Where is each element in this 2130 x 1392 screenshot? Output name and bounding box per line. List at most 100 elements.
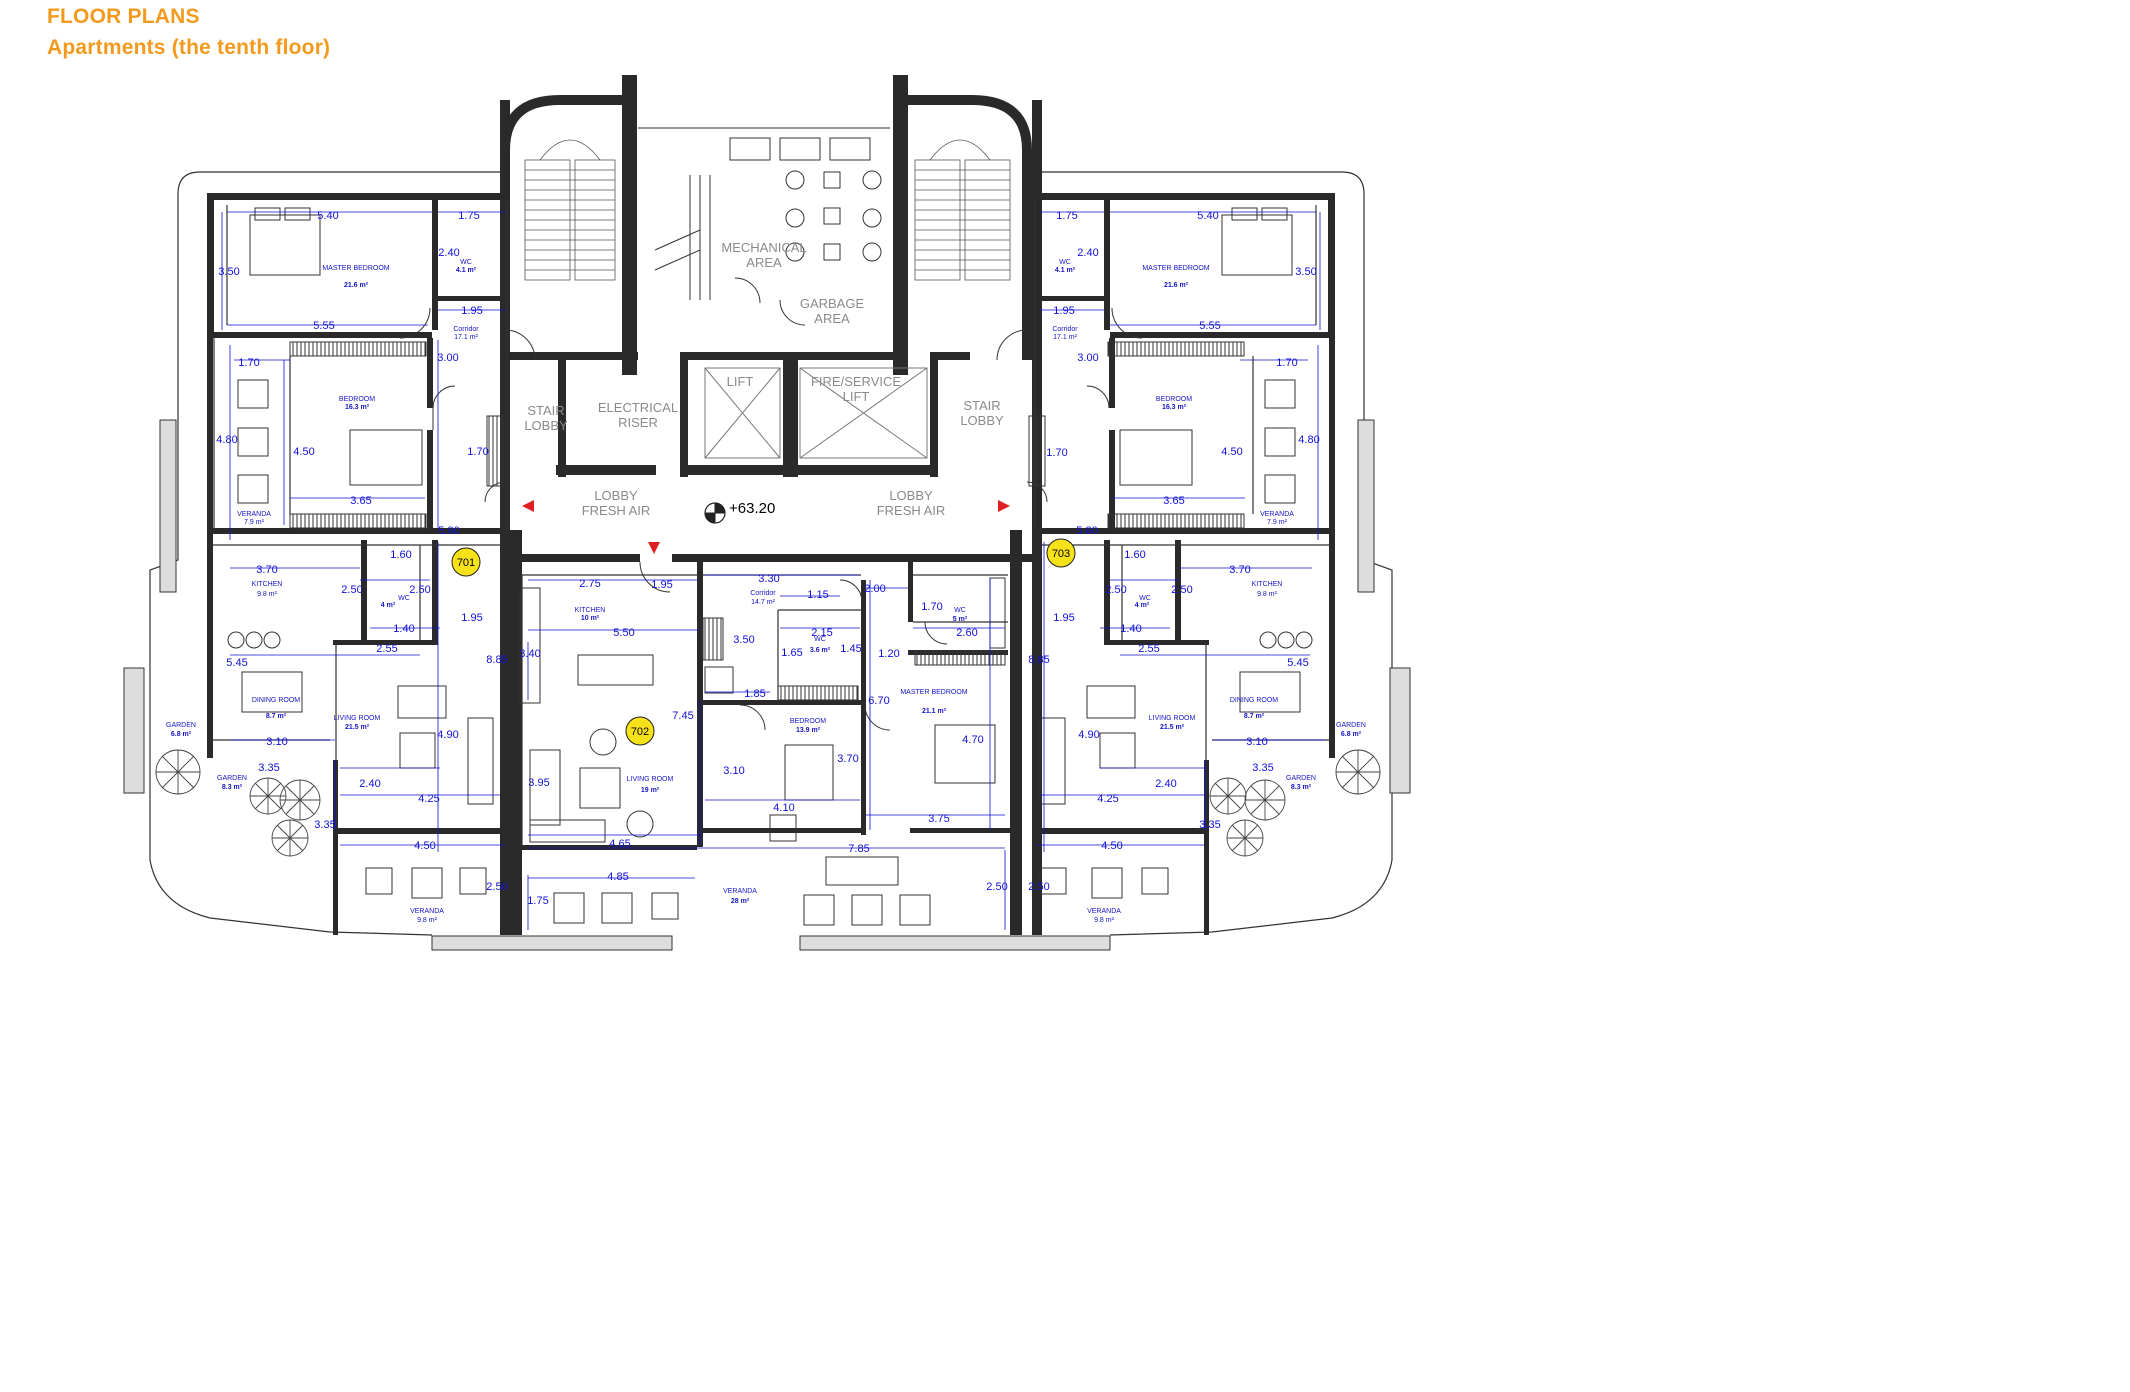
dim-703: 1.70 [1046,447,1067,459]
dim-701: 3.10 [266,736,287,748]
room-703-wc1: WC [1059,259,1071,266]
room-702-bedroom-area: 13.9 m² [796,727,821,734]
room-703-garden1: GARDEN [1336,722,1366,729]
room-701-garden2-area: 8.3 m² [222,784,243,791]
room-701-living-area: 21.5 m² [345,724,370,731]
room-702-master-area: 21.1 m² [922,708,947,715]
dim-702: 7.85 [848,843,869,855]
room-703-garden2: GARDEN [1286,775,1316,782]
room-701-bedroom: BEDROOM [339,396,375,403]
dim-703: 1.60 [1124,549,1145,561]
dim-703: 5.80 [1076,525,1097,537]
entry-arrow-down [648,542,660,554]
dim-702: 1.85 [744,688,765,700]
dim-702: 1.15 [807,589,828,601]
room-703-veranda1-area: 7.9 m² [1267,519,1288,526]
mechanical-equipment [638,127,890,300]
dim-702: 3.50 [733,634,754,646]
dim-701: 3.35 [258,762,279,774]
dim-703: 4.80 [1298,434,1319,446]
dim-702: 2.00 [864,583,885,595]
dim-703: 2.55 [1138,643,1159,655]
dim-702: 4.10 [773,802,794,814]
dim-701: 2.50 [409,584,430,596]
room-701-dining-area: 8.7 m² [266,713,287,720]
room-703-veranda1: VERANDA [1260,511,1294,518]
dim-701: 5.55 [313,320,334,332]
dim-702: 2.60 [956,627,977,639]
room-702-wc1-area: 5 m² [953,616,968,623]
room-702-veranda: VERANDA [723,888,757,895]
dim-703: 3.65 [1163,495,1184,507]
room-702-wc2: WC [814,636,826,643]
wardrobes [289,341,1245,701]
dim-703: 2.50 [1105,584,1126,596]
room-703-wc2-area: 4 m² [1135,602,1150,609]
room-702-kitchen: KITCHEN [575,607,606,614]
dim-703: 1.95 [1053,305,1074,317]
room-701-garden1-area: 6.8 m² [171,731,192,738]
dim-701: 1.95 [461,305,482,317]
dim-703: 5.40 [1197,210,1218,222]
dim-701: 4.50 [414,840,435,852]
dim-703: 3.35 [1252,762,1273,774]
dim-701: 4.25 [418,793,439,805]
dim-701: 2.50 [486,881,507,893]
room-703-corridor: Corridor [1052,326,1078,333]
room-701-wc2-area: 4 m² [381,602,396,609]
dim-701: 1.70 [238,357,259,369]
room-702-kitchen-area: 10 m² [581,615,600,622]
dim-702: 4.65 [609,838,630,850]
dim-701: 3.35 [314,819,335,831]
room-701-kitchen: KITCHEN [252,581,283,588]
page-subtitle: Apartments (the tenth floor) [47,36,331,59]
dim-702: 2.75 [579,578,600,590]
dim-701: 1.95 [461,612,482,624]
dim-701: 2.40 [438,247,459,259]
dim-703: 4.25 [1097,793,1118,805]
doors [399,277,1143,731]
dim-703: 1.75 [1056,210,1077,222]
stair-treads [524,139,1011,281]
room-702-wc2-area: 3.6 m² [810,647,831,654]
room-702-bedroom: BEDROOM [790,718,826,725]
dim-701: 1.75 [458,210,479,222]
dim-702: 1.75 [527,895,548,907]
room-703-dining-area: 8.7 m² [1244,713,1265,720]
dim-703: 3.50 [1295,266,1316,278]
dim-702: 5.50 [613,627,634,639]
room-703-wc2: WC [1139,595,1151,602]
room-703-living: LIVING ROOM [1149,715,1196,722]
dim-702: 6.70 [868,695,889,707]
furniture [227,207,1313,926]
room-702-living: LIVING ROOM [627,776,674,783]
dim-703: 1.95 [1053,612,1074,624]
garden-trees [155,749,1381,857]
room-703-living-area: 21.5 m² [1160,724,1185,731]
dim-701: 3.50 [218,266,239,278]
dim-703: 5.45 [1287,657,1308,669]
dim-702: 4.70 [962,734,983,746]
room-703-dining: DINING ROOM [1230,697,1278,704]
entry-arrow-left [522,500,534,512]
room-701-corridor: Corridor [453,326,479,333]
room-701-garden2: GARDEN [217,775,247,782]
tag-701: 701 [457,557,475,569]
dim-703: 1.40 [1120,623,1141,635]
room-701-veranda2-area: 9.8 m² [417,917,438,924]
dim-701: 2.50 [341,584,362,596]
dim-702: 1.45 [840,643,861,655]
room-701-corridor-area: 17.1 m² [454,334,478,341]
label-lift: LIFT [727,374,754,389]
room-701-living: LIVING ROOM [334,715,381,722]
dim-703: 2.40 [1155,778,1176,790]
apartment-tags: 701 702 703 [451,538,1076,746]
dim-701: 1.40 [393,623,414,635]
room-701-master-area: 21.6 m² [344,282,369,289]
room-701-dining: DINING ROOM [252,697,300,704]
tag-701-marker [451,547,481,577]
